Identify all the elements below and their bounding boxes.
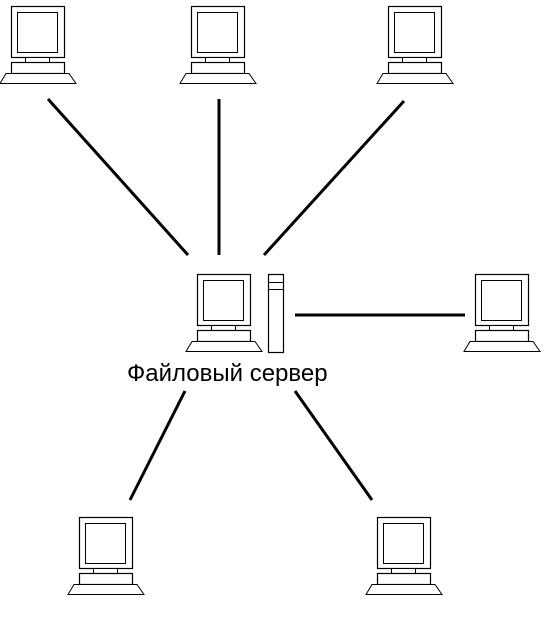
workstation-top-center-icon [179, 5, 257, 85]
link-bottom-left [128, 390, 187, 501]
server-label: Файловый сервер [127, 360, 328, 387]
workstation-bottom-left-icon [67, 516, 145, 596]
workstation-top-left-icon [0, 5, 77, 85]
workstation-bottom-right-icon [365, 516, 443, 596]
file-server-icon [185, 273, 285, 354]
workstation-right-icon [463, 273, 541, 353]
connection-lines [46, 97, 465, 501]
server-tower [267, 273, 285, 354]
workstation-top-right-icon [376, 5, 454, 85]
link-top-left [46, 97, 190, 257]
link-bottom-right [293, 390, 374, 501]
link-top-right [262, 99, 406, 257]
